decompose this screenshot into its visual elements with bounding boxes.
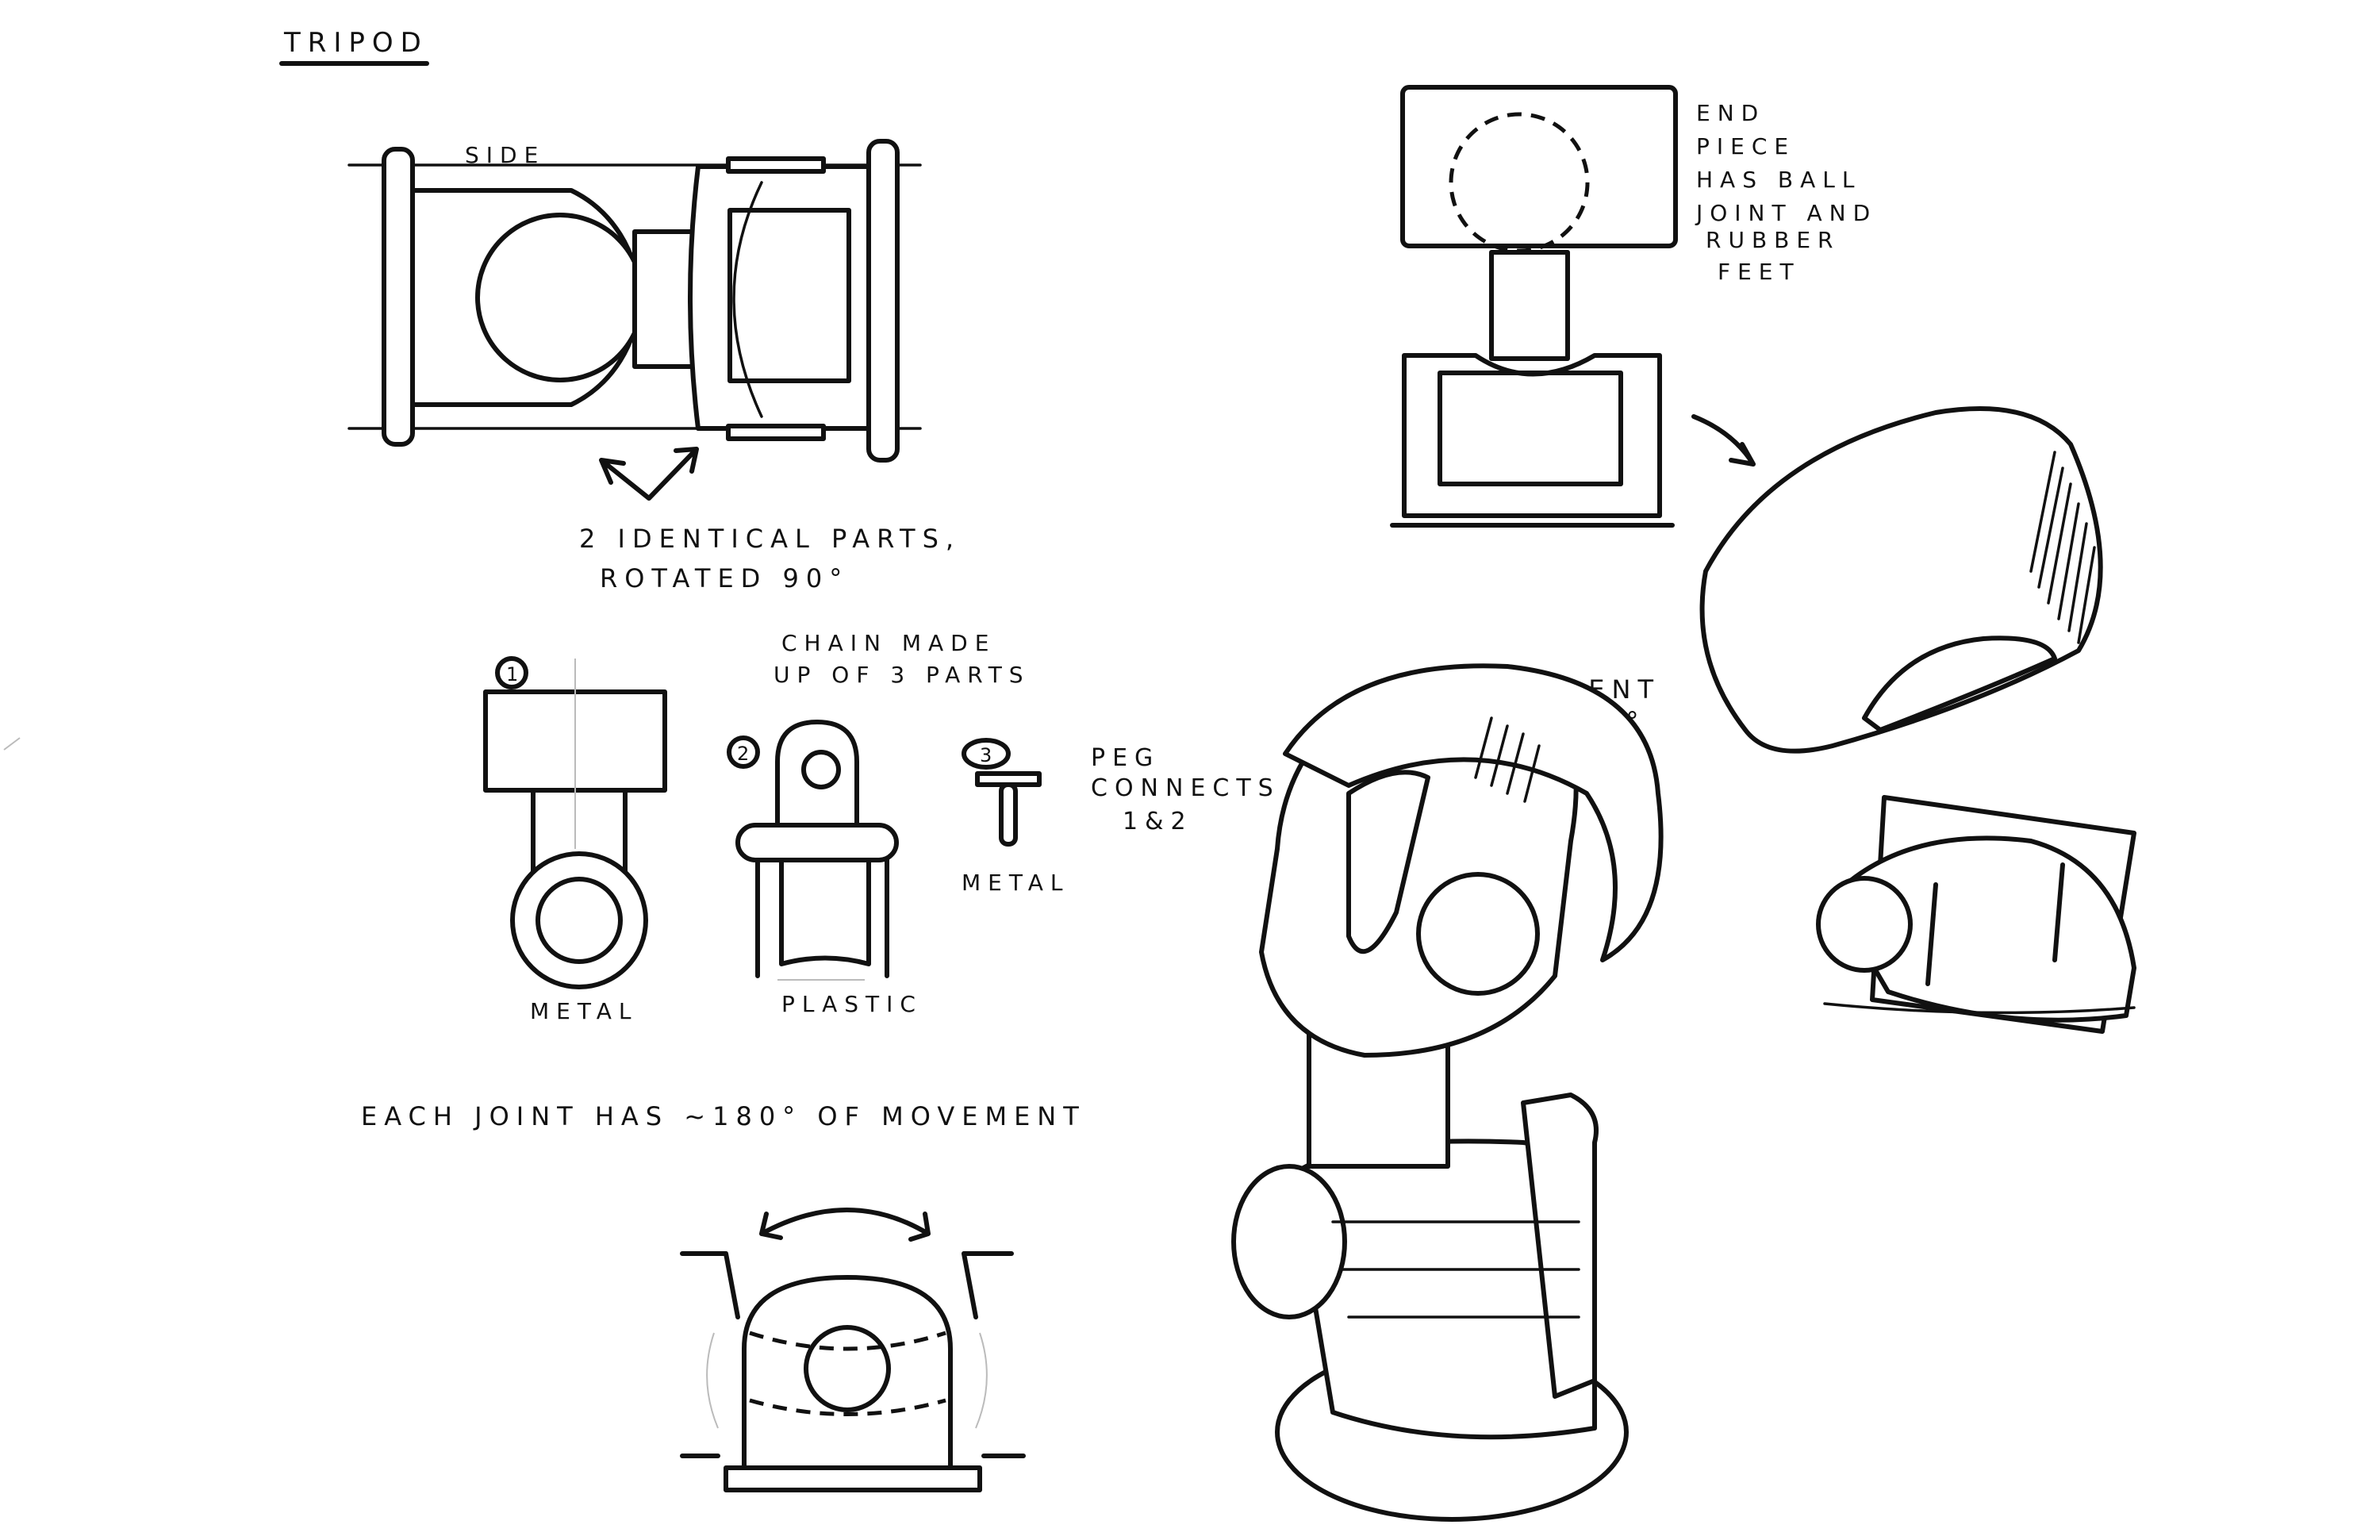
- part-1-material: METAL: [530, 998, 639, 1024]
- part-2-drawing: 2: [727, 720, 899, 981]
- part-1-drawing: 1: [483, 656, 667, 989]
- peg-note-3: 1&2: [1123, 808, 1193, 835]
- part-3-drawing: 3: [962, 738, 1042, 847]
- end-piece-note-1: END: [1696, 100, 1765, 126]
- movement-arrow: [759, 1208, 931, 1242]
- movement-note: EACH JOINT HAS ~180° OF MOVEMENT: [361, 1101, 1086, 1131]
- end-piece-note-2: PIECE: [1696, 133, 1795, 159]
- peg-note-2: CONNECTS: [1091, 774, 1280, 802]
- part-2-material: PLASTIC: [781, 991, 923, 1017]
- part-3-material: METAL: [962, 870, 1070, 896]
- part-1-number: 1: [506, 663, 525, 686]
- end-piece-drawing: [1390, 85, 1678, 528]
- chain-note-line2: UP OF 3 PARTS: [774, 662, 1031, 688]
- end-piece-note-4: JOINT AND: [1695, 200, 1877, 226]
- rotation-arrows: [599, 447, 699, 501]
- part-3-number: 3: [980, 744, 999, 766]
- bent-joint-3d-drawing: [1231, 663, 1664, 1522]
- end-piece-3d-drawing: [1699, 406, 2136, 1034]
- side-view-drawing: [347, 139, 922, 463]
- identical-parts-line2: ROTATED 90°: [600, 563, 849, 593]
- side-label: SIDE: [465, 142, 545, 168]
- part-2-number: 2: [737, 743, 756, 765]
- end-piece-note-3: HAS BALL: [1696, 167, 1861, 193]
- identical-parts-line1: 2 IDENTICAL PARTS,: [579, 524, 961, 554]
- end-piece-arrow: [1691, 414, 1756, 467]
- end-piece-note-5: RUBBER: [1706, 227, 1841, 253]
- margin-mark: [3, 737, 21, 751]
- chain-note-line1: CHAIN MADE: [781, 630, 996, 656]
- peg-note-1: PEG: [1091, 744, 1160, 772]
- sheet-title: TRIPOD: [283, 27, 428, 59]
- end-piece-note-6: FEET: [1718, 259, 1801, 285]
- joint-detail-drawing: [680, 1251, 1026, 1492]
